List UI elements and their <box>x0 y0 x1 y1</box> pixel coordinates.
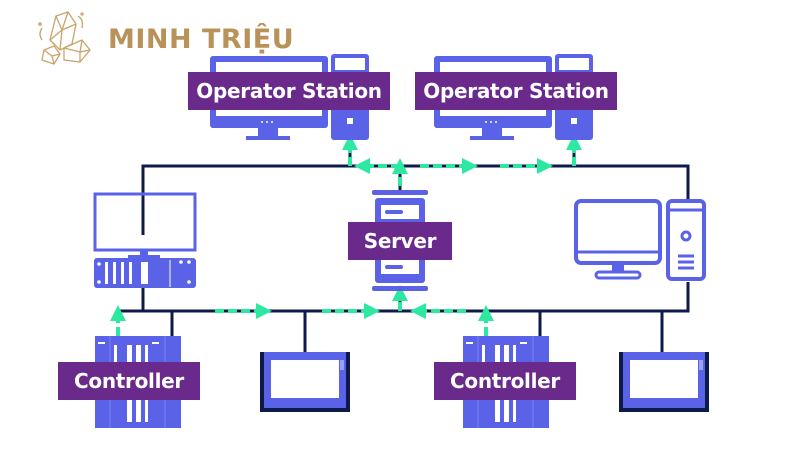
lower-bus-line <box>118 282 690 313</box>
hmi-panel-2-icon <box>619 352 709 412</box>
operator-station-2-label: Operator Station <box>415 72 617 110</box>
operator-station-1-label: Operator Station <box>188 72 390 110</box>
controller-1-label: Controller <box>58 362 200 400</box>
upper-bus-line <box>141 164 690 235</box>
hmi-panel-1-icon <box>260 352 350 412</box>
crystal-gem-icon <box>38 11 91 65</box>
data-flow-arrows <box>110 134 582 336</box>
workstation-icon <box>574 199 706 281</box>
brand-name: MINH TRIỆU <box>108 24 295 55</box>
controller-2-label: Controller <box>434 362 576 400</box>
engineering-station-icon <box>93 192 197 288</box>
lower-bus <box>118 282 690 352</box>
server-label: Server <box>348 222 452 260</box>
